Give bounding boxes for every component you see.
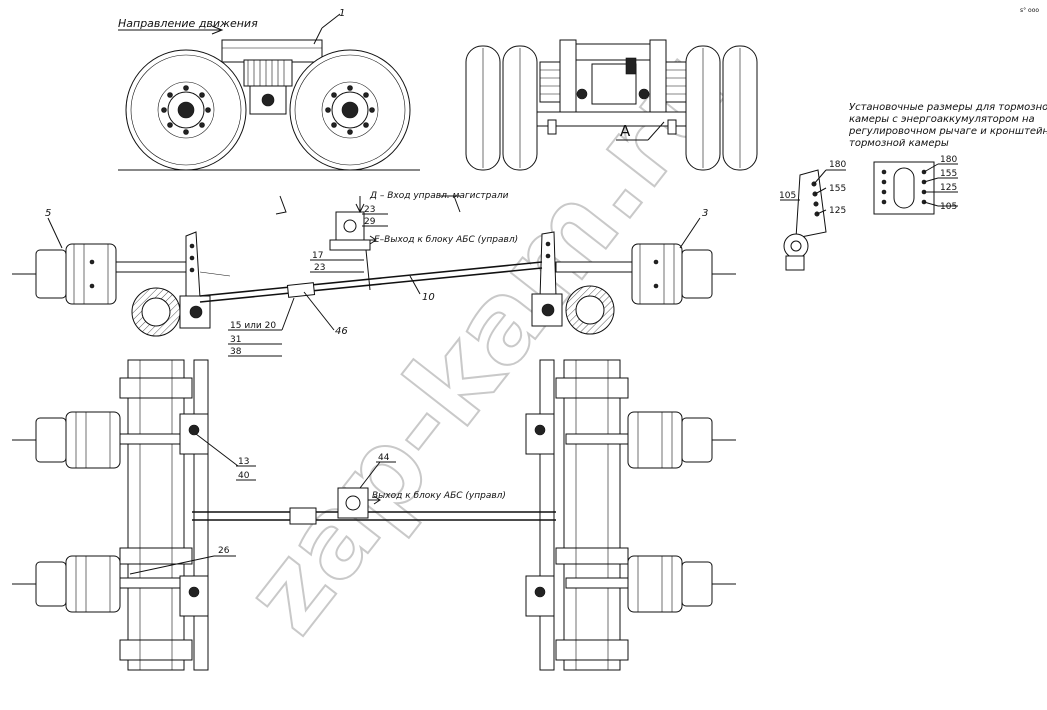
installation-note: Установочные размеры для тормозной камер… <box>848 102 1047 149</box>
callout-38: 38 <box>230 347 242 357</box>
note-line-1: Установочные размеры для тормозной <box>849 102 1047 113</box>
callout-23-mid: 23 <box>314 263 325 273</box>
inlet-control-label: Д – Вход управл. магистрали <box>369 191 509 201</box>
lever-dim-105: 105 <box>779 191 796 201</box>
callout-10: 10 <box>422 292 435 303</box>
callout-23-top: 23 <box>364 205 375 215</box>
bracket-detail: 180 155 125 105 <box>873 155 958 215</box>
callout-29: 29 <box>364 217 376 227</box>
middle-assembly: 5 3 10 46 <box>12 191 736 357</box>
side-view-wheels: Направление движения 1 <box>118 8 420 171</box>
lever-dim-180: 180 <box>829 160 846 170</box>
bracket-dim-105: 105 <box>940 202 957 212</box>
note-line-4: тормозной камеры <box>849 138 949 149</box>
callout-5: 5 <box>45 208 51 219</box>
direction-title: Направление движения <box>118 17 258 30</box>
bracket-dim-180: 180 <box>940 155 957 165</box>
bracket-dim-125: 125 <box>940 183 957 193</box>
callout-31: 31 <box>230 335 241 345</box>
callout-3: 3 <box>702 208 708 219</box>
callout-15-20: 15 или 20 <box>230 321 276 331</box>
view-a-label: A <box>620 122 631 140</box>
callout-46: 46 <box>335 326 348 337</box>
callout-13: 13 <box>238 457 249 467</box>
slack-adjuster-detail: 180 155 125 105 <box>779 160 846 271</box>
callout-26: 26 <box>218 546 230 556</box>
callout-44: 44 <box>378 453 390 463</box>
callout-1: 1 <box>339 8 345 19</box>
bracket-dim-155: 155 <box>940 169 957 179</box>
outlet-abs-label: Выход к блоку АБС (управл) <box>372 491 506 501</box>
lever-dim-125: 125 <box>829 206 846 216</box>
callout-40: 40 <box>238 471 250 481</box>
note-line-2: камеры с энергоаккумулятором на <box>849 114 1035 125</box>
note-line-3: регулировочном рычаге и кронштейне <box>848 126 1047 137</box>
outlet-abs-e-label: Е–Выход к блоку АБС (управл) <box>374 235 518 245</box>
plan-view: Выход к блоку АБС (управл) 44 13 40 26 <box>12 359 736 671</box>
rear-view-axle: A <box>465 39 758 171</box>
lever-dim-155: 155 <box>829 184 846 194</box>
callout-17: 17 <box>312 251 323 261</box>
corner-mark: s° ooo <box>1020 7 1039 14</box>
